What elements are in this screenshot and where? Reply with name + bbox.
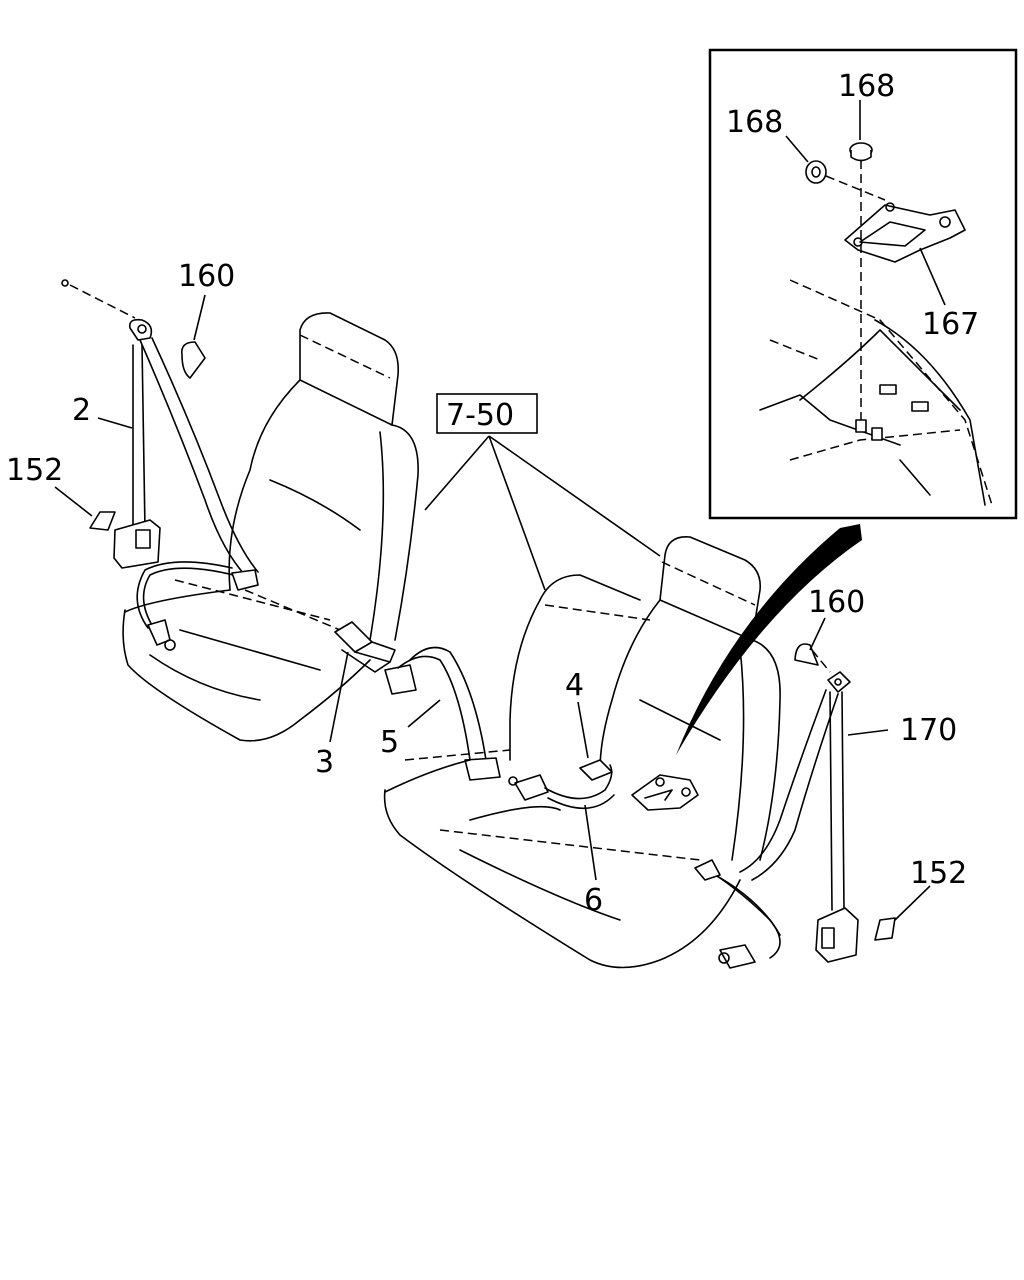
nut-168-top — [849, 142, 873, 162]
buckle-4: 4 — [565, 668, 613, 781]
center-belt-5: 5 — [380, 646, 501, 781]
right-seat-belt-assembly: 160 170 152 — [694, 585, 967, 969]
left-seat — [122, 312, 419, 742]
left-seat-belt-assembly: 160 2 152 — [6, 259, 259, 651]
callout-170: 170 — [900, 713, 957, 748]
callout-168-top: 168 — [838, 69, 895, 104]
callout-160-left: 160 — [178, 259, 235, 294]
callout-2: 2 — [72, 393, 91, 428]
callout-3: 3 — [315, 745, 334, 780]
callout-5: 5 — [380, 725, 399, 760]
right-seat — [383, 536, 781, 969]
callout-7-50-box — [436, 393, 538, 434]
callout-152-left: 152 — [6, 453, 63, 488]
detail-pointer-wedge — [676, 524, 862, 755]
buckle-3: 3 — [244, 589, 396, 780]
inset-detail: 168 168 167 — [708, 48, 1018, 520]
callout-152-right: 152 — [910, 856, 967, 891]
callout-167: 167 — [922, 307, 979, 342]
anchor-bracket-167 — [844, 202, 966, 263]
callout-7-50-group: 7-50 — [424, 393, 661, 591]
callout-6: 6 — [584, 883, 603, 918]
floor-studs — [855, 384, 929, 441]
nut-168-left — [805, 160, 827, 184]
right-anchor-bracket — [631, 774, 699, 811]
center-belt-6: 6 — [508, 764, 615, 918]
callout-7-50: 7-50 — [446, 398, 514, 433]
callout-160-right: 160 — [808, 585, 865, 620]
callout-4: 4 — [565, 668, 584, 703]
callout-168-left: 168 — [726, 105, 783, 140]
